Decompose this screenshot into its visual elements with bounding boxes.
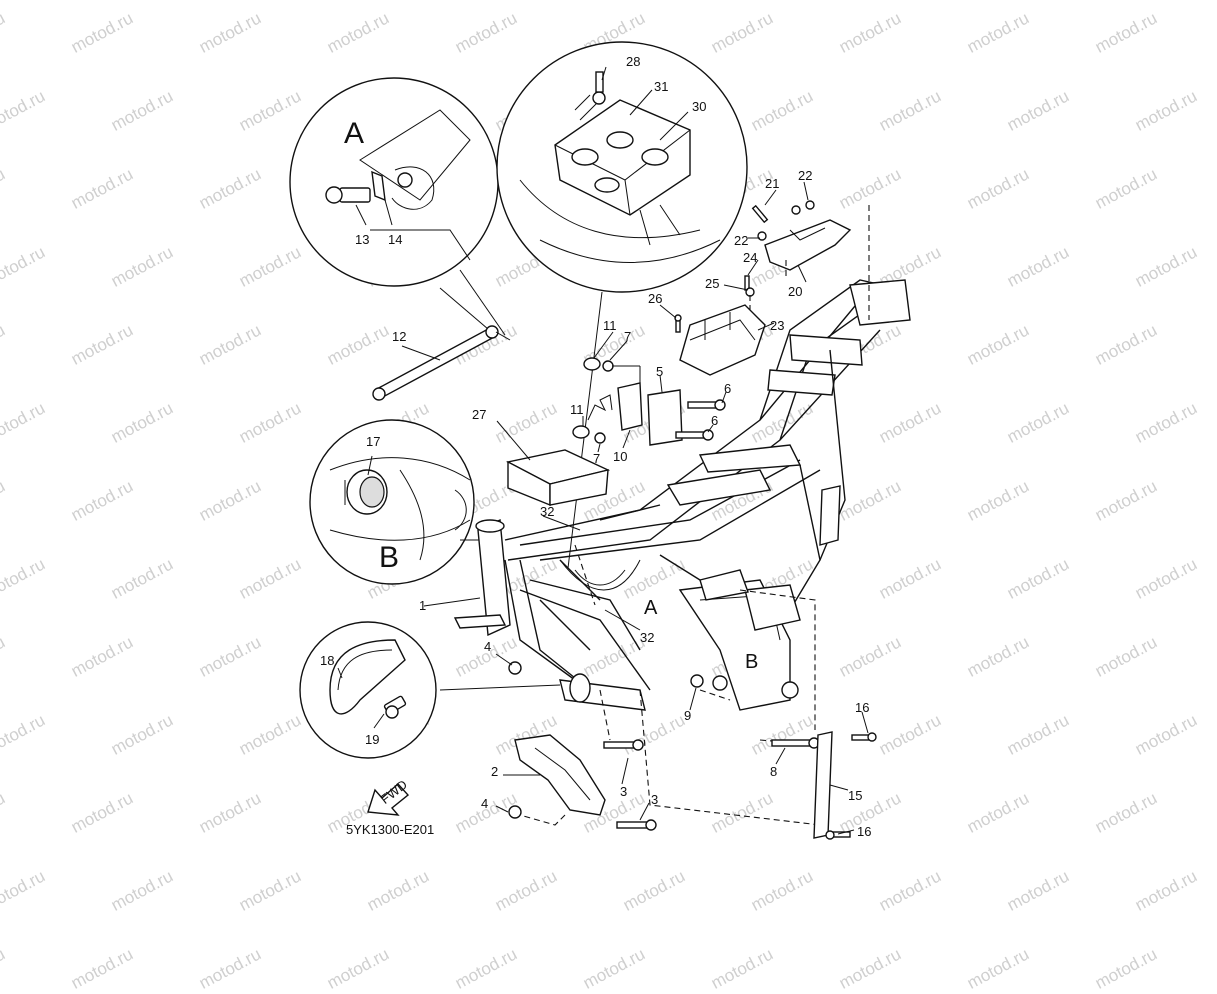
part-label-5: 5 [656,364,663,379]
detail-circle-b [309,419,475,585]
part-23-bracket [674,304,766,376]
part-label-15: 15 [848,788,862,803]
part-label-12: 12 [392,329,406,344]
part-label-4b: 4 [481,796,488,811]
watermark-text: motod.ru [196,944,265,993]
part-label-17: 17 [366,434,380,449]
part-label-13: 13 [355,232,369,247]
part-label-22b: 22 [734,233,748,248]
part-label-20: 20 [788,284,802,299]
watermark-text: motod.ru [68,944,137,993]
part-12-rod [372,325,511,401]
part-label-3a: 3 [620,784,627,799]
watermark-text: motod.ru [324,944,393,993]
part-label-7b: 7 [593,451,600,466]
detail-letter-b-frame: B [745,651,758,673]
part-label-3b: 3 [651,792,658,807]
watermark-text: motod.ru [708,944,777,993]
part-label-4a: 4 [484,639,491,654]
fwd-arrow-icon: FWD [367,777,410,816]
part-label-30: 30 [692,99,706,114]
part-label-26: 26 [648,291,662,306]
drawing-code: 5YK1300-E201 [346,822,434,837]
part-label-27: 27 [472,407,486,422]
part-label-21: 21 [765,176,779,191]
part-label-32a: 32 [540,504,554,519]
detail-letters: A B A B [344,117,758,673]
assembly-dash-lines [519,205,870,826]
watermark-text: motod.ru [1092,944,1161,993]
frame-exploded-diagram: FWD [289,41,911,840]
detail-circle-top [496,41,748,293]
part-label-18: 18 [320,653,334,668]
part-label-16b: 16 [857,824,871,839]
watermark-text: motod.ru [580,944,649,993]
part-label-14: 14 [388,232,402,247]
part-label-6b: 6 [711,413,718,428]
part-label-22a: 22 [798,168,812,183]
part-label-7a: 7 [624,329,631,344]
detail-letter-a-frame: A [644,597,658,619]
detail-letter-b-circle: B [379,541,399,574]
part-label-9: 9 [684,708,691,723]
callout-leaders [337,66,869,835]
brackets-5-10 [572,357,726,446]
part-label-24: 24 [743,250,757,265]
part-20-plate [744,200,852,297]
part-label-8: 8 [770,764,777,779]
watermark-text: motod.ru [964,944,1033,993]
lower-parts [508,661,877,840]
part-label-31: 31 [654,79,668,94]
part-label-10: 10 [613,449,627,464]
watermark-text: motod.ru [0,944,9,993]
part-label-23: 23 [770,318,784,333]
part-label-11b: 11 [570,402,584,417]
part-label-25: 25 [705,276,719,291]
part-labels: 1 2 3 3 4 4 5 6 6 7 7 8 9 10 11 11 12 13… [320,54,871,839]
main-frame [453,279,911,711]
part-label-19: 19 [365,732,379,747]
part-label-28: 28 [626,54,640,69]
part-label-1: 1 [419,598,426,613]
watermark-text: motod.ru [452,944,521,993]
watermark-text: motod.ru [836,944,905,993]
part-label-32b: 32 [640,630,654,645]
detail-letter-a-circle: A [344,117,364,150]
detail-circle-a [289,77,499,287]
part-label-11a: 11 [603,318,617,333]
part-label-6a: 6 [724,381,731,396]
part-label-2: 2 [491,764,498,779]
part-27-tray [505,449,611,507]
detail-circle-brackets [299,621,437,759]
part-label-16a: 16 [855,700,869,715]
